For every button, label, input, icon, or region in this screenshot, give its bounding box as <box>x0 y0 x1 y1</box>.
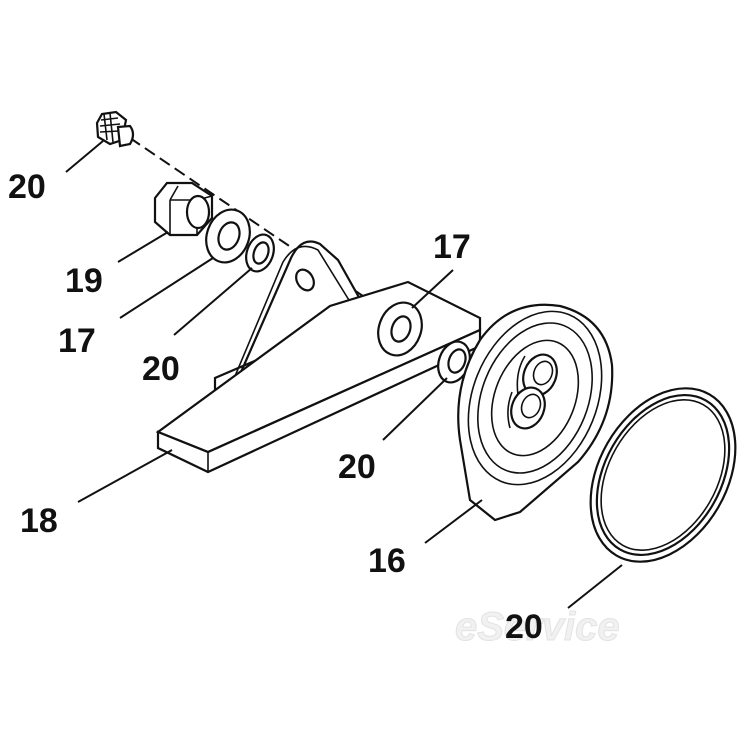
callout-bracket: 18 <box>20 502 58 540</box>
housing <box>457 303 614 522</box>
leader-housing <box>424 499 483 544</box>
seal-ring <box>589 387 737 563</box>
callout-seal-ring: 20 <box>505 608 543 646</box>
callout-fitting: 20 <box>8 168 46 206</box>
leader-nut <box>117 231 169 263</box>
leader-small-washer-left <box>173 267 253 336</box>
callout-small-washer-left: 20 <box>142 350 180 388</box>
grease-fitting <box>95 110 135 148</box>
callout-washer-right: 17 <box>433 228 471 266</box>
watermark-text: eService <box>455 605 620 649</box>
leader-washer-left <box>119 257 214 319</box>
hex-nut <box>153 181 214 237</box>
flat-washer-right <box>377 301 423 357</box>
leader-bracket <box>77 449 173 503</box>
mounting-bracket <box>155 240 482 474</box>
small-washer-right <box>437 340 471 384</box>
callout-small-washer-right: 20 <box>338 448 376 486</box>
leader-small-washer-right <box>382 377 448 441</box>
flat-washer-left <box>205 208 251 264</box>
callout-labels: 20 19 17 20 17 20 18 16 20 <box>8 168 543 646</box>
axis-upper <box>129 137 451 356</box>
leader-seal-ring <box>567 564 623 609</box>
callout-washer-left: 17 <box>58 322 96 360</box>
leader-lines <box>65 140 623 609</box>
leader-washer-right <box>411 269 454 309</box>
callout-housing: 16 <box>368 542 406 580</box>
watermark: eService <box>455 605 621 650</box>
callout-nut: 19 <box>65 262 103 300</box>
small-washer-left <box>245 233 275 273</box>
leader-fitting <box>65 140 104 173</box>
